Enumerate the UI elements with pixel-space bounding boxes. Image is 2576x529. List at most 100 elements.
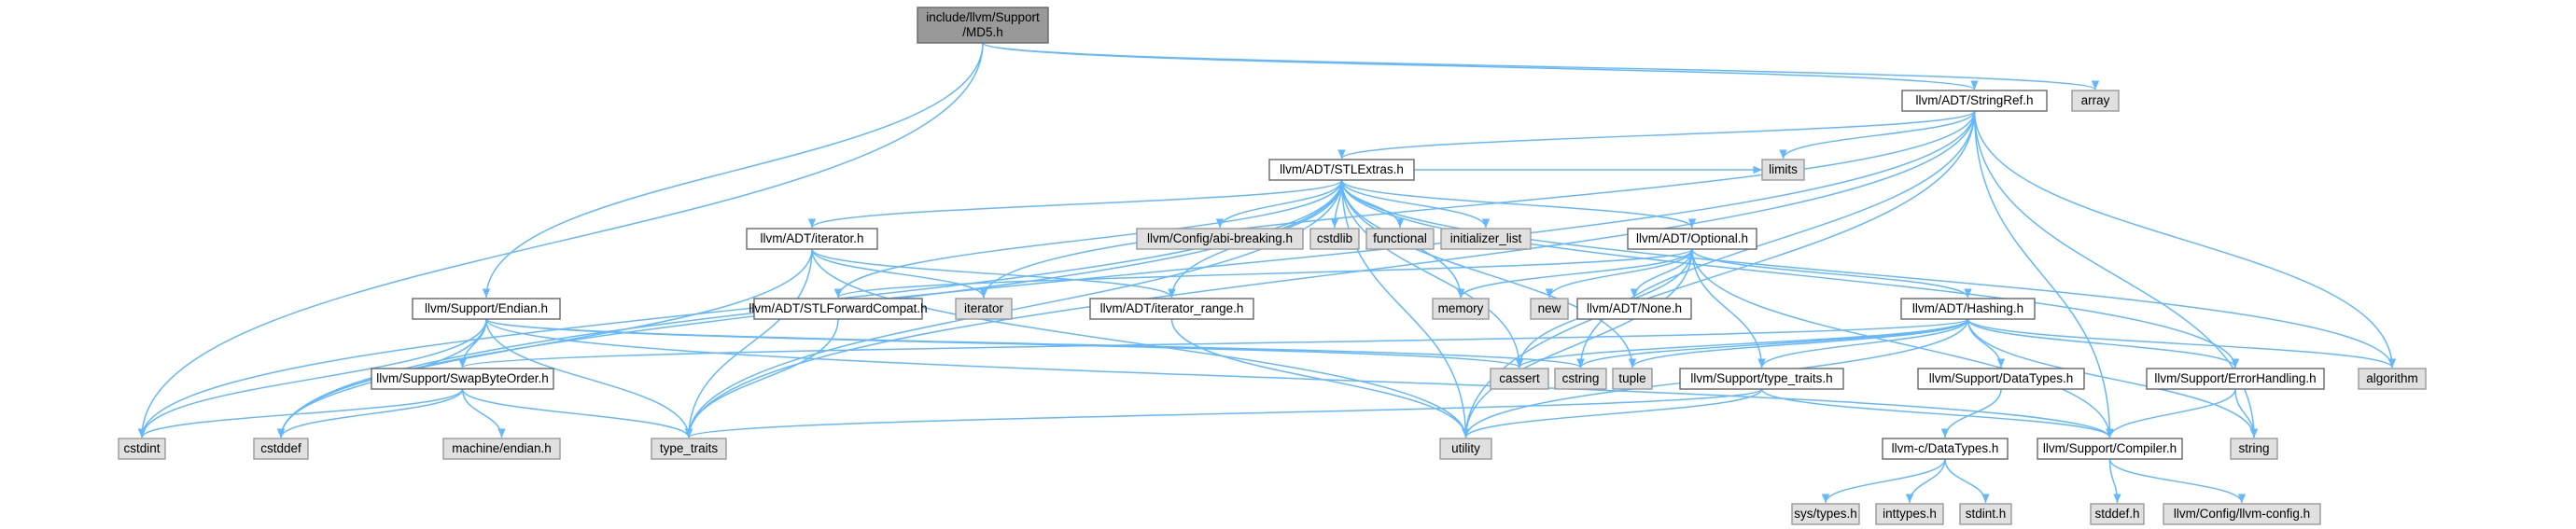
node-stddef: stddef.h: [2090, 503, 2145, 525]
node-iterator-range[interactable]: llvm/ADT/iterator_range.h: [1089, 298, 1254, 320]
node-box: [1761, 159, 1805, 181]
edge-hashing-to-errorhandling: [1967, 318, 2240, 369]
node-stlextras[interactable]: llvm/ADT/STLExtras.h: [1268, 159, 1415, 181]
edge-endian-to-swapbyte: [458, 318, 487, 369]
node-label: inttypes.h: [1883, 507, 1937, 521]
node-label: llvm/ADT/iterator.h: [760, 231, 863, 245]
node-label: cstring: [1562, 371, 1600, 385]
edge-stlextras-to-errorhandling: [1340, 179, 2240, 369]
edge-endian-to-compiler: [485, 318, 2114, 439]
node-none[interactable]: llvm/ADT/None.h: [1576, 298, 1692, 320]
node-box: [2230, 438, 2278, 460]
node-label: new: [1538, 301, 1561, 315]
node-label: include/llvm/Support: [926, 10, 1040, 24]
node-label: llvm/ADT/Optional.h: [1636, 231, 1748, 245]
node-label: cstdlib: [1317, 231, 1352, 245]
edge-hashing-to-sup_typetraits: [1757, 318, 1969, 369]
node-abibreaking: llvm/Config/abi-breaking.h: [1136, 228, 1304, 250]
edge-iterator_h-to-utility: [811, 248, 1470, 439]
edge-stlextras-to-cassert: [1340, 179, 1524, 369]
node-label: memory: [1438, 301, 1484, 315]
edge-hashing-to-cassert: [1515, 318, 1969, 369]
edge-hashing-to-swapbyte: [458, 318, 1969, 369]
node-errorhandling[interactable]: llvm/Support/ErrorHandling.h: [2146, 368, 2325, 390]
edge-sup_datatypes-to-c_datatypes: [1940, 388, 2002, 439]
node-cstdlib: cstdlib: [1309, 228, 1360, 250]
edge-stringref-to-compiler: [1973, 110, 2114, 439]
node-box: [753, 298, 923, 320]
edge-hashing-to-algorithm: [1967, 318, 2397, 369]
node-label: llvm/Support/SwapByteOrder.h: [376, 371, 549, 385]
node-box: [1554, 368, 1607, 390]
node-sup-typetraits[interactable]: llvm/Support/type_traits.h: [1679, 368, 1844, 390]
node-machine-endian: machine/endian.h: [442, 438, 561, 460]
node-label: string: [2238, 441, 2269, 455]
edge-md5-to-endian: [482, 42, 984, 299]
node-memory: memory: [1432, 298, 1490, 320]
node-llvm-config: llvm/Config/llvm-config.h: [2163, 503, 2321, 525]
node-box: [2146, 368, 2325, 390]
node-box: [2163, 503, 2321, 525]
node-swapbyte[interactable]: llvm/Support/SwapByteOrder.h: [371, 368, 554, 390]
edge-errorhandling-to-string: [2234, 388, 2259, 439]
node-box: [1612, 368, 1653, 390]
edge-stringref-to-stlextras: [1337, 110, 1976, 160]
node-box: [1136, 228, 1304, 250]
nodes-layer: include/llvm/Support/MD5.h array llvm/ADT/…: [118, 7, 2427, 525]
edge-optional-to-sup_typetraits: [1691, 248, 1766, 369]
edge-iterator_h-to-iterator_range: [811, 248, 1176, 299]
edge-optional-to-hashing: [1691, 248, 1972, 299]
edge-c_datatypes-to-stdint: [1944, 458, 1990, 504]
node-box: [1432, 298, 1490, 320]
node-box: [746, 228, 878, 250]
edge-iterator_range-to-utility: [1170, 318, 1470, 439]
node-limits: limits: [1761, 159, 1805, 181]
node-utility: utility: [1439, 438, 1492, 460]
node-box: [1440, 228, 1532, 250]
edge-md5-to-array: [982, 42, 2099, 90]
node-md5[interactable]: include/llvm/Support/MD5.h: [917, 7, 1049, 44]
edge-optional-to-compiler: [1691, 248, 2114, 439]
edge-stlextras-to-iterator_h: [808, 179, 1343, 229]
edge-endian-to-cstdint: [137, 318, 487, 439]
node-label: llvm/ADT/None.h: [1587, 301, 1682, 315]
node-hashing[interactable]: llvm/ADT/Hashing.h: [1900, 298, 2036, 320]
node-cassert: cassert: [1490, 368, 1549, 390]
node-functional: functional: [1365, 228, 1435, 250]
node-label: llvm/Config/llvm-config.h: [2174, 507, 2310, 521]
edge-stlextras-to-abibreaking: [1215, 179, 1343, 229]
node-stlforward[interactable]: llvm/ADT/STLForwardCompat.h: [749, 298, 928, 320]
node-label: llvm/Support/DataTypes.h: [1929, 371, 2074, 385]
node-label: utility: [1451, 441, 1480, 455]
node-label: iterator: [964, 301, 1004, 315]
edge-sup_typetraits-to-utility: [1462, 388, 1763, 439]
node-label: llvm/ADT/STLExtras.h: [1280, 162, 1404, 176]
edge-c_datatypes-to-inttypes: [1905, 458, 1946, 504]
node-label: type_traits: [660, 441, 719, 455]
node-array: array: [2071, 90, 2120, 112]
node-initializer-list: initializer_list: [1440, 228, 1532, 250]
edge-stringref-to-cstring: [1576, 110, 1976, 369]
node-box: [1917, 368, 2085, 390]
node-endian[interactable]: llvm/Support/Endian.h: [412, 298, 561, 320]
node-c-datatypes[interactable]: llvm-c/DataTypes.h: [1882, 438, 2009, 460]
edge-swapbyte-to-machine_endian: [461, 388, 506, 439]
node-box: [1901, 90, 2048, 112]
node-optional[interactable]: llvm/ADT/Optional.h: [1627, 228, 1757, 250]
node-sup-datatypes[interactable]: llvm/Support/DataTypes.h: [1917, 368, 2085, 390]
node-label: algorithm: [2366, 371, 2418, 385]
node-label: sys/types.h: [1794, 507, 1857, 521]
node-label: llvm/Support/type_traits.h: [1690, 371, 1832, 385]
edge-sup_typetraits-to-compiler: [1760, 388, 2114, 439]
edge-stlextras-to-functional: [1340, 179, 1405, 229]
node-stringref[interactable]: llvm/ADT/StringRef.h: [1901, 90, 2048, 112]
node-compiler[interactable]: llvm/Support/Compiler.h: [2037, 438, 2183, 460]
edge-compiler-to-stddef: [2108, 458, 2121, 504]
node-box: [253, 438, 309, 460]
node-label: cstdint: [123, 441, 160, 455]
node-iterator-h[interactable]: llvm/ADT/iterator.h: [746, 228, 878, 250]
node-box: [1268, 159, 1415, 181]
edge-md5-to-cstdint: [137, 42, 984, 439]
node-label: llvm/Support/Endian.h: [425, 301, 548, 315]
